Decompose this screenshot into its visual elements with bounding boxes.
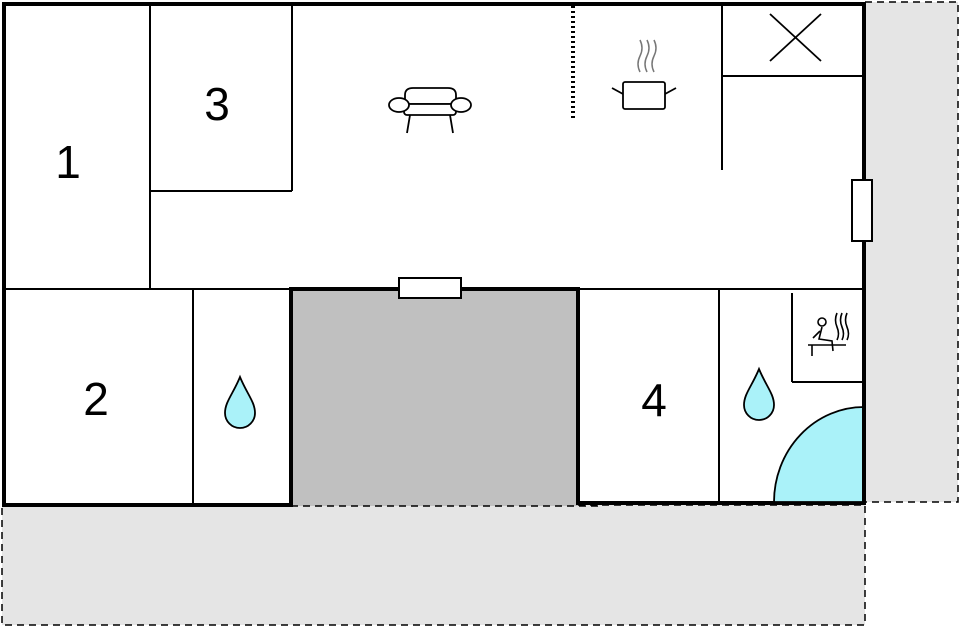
whirlpool bbox=[773, 406, 865, 503]
courtyard bbox=[291, 289, 578, 506]
cooking-pot-icon bbox=[611, 39, 677, 110]
armchair-icon bbox=[388, 87, 472, 134]
water-drop-icon bbox=[224, 374, 256, 429]
interior-walls bbox=[4, 4, 864, 505]
terrace-right bbox=[864, 1, 959, 503]
water-drop-icon bbox=[743, 366, 775, 421]
room-1-label: 1 bbox=[55, 136, 81, 188]
sauna-icon bbox=[808, 312, 850, 356]
room-2-label: 2 bbox=[83, 373, 109, 425]
window-top bbox=[398, 277, 462, 299]
room-3-label: 3 bbox=[204, 78, 230, 130]
terrace-bottom bbox=[1, 504, 866, 626]
cross-icon bbox=[769, 13, 822, 62]
room-4-label: 4 bbox=[641, 374, 667, 426]
window-right bbox=[851, 179, 873, 242]
